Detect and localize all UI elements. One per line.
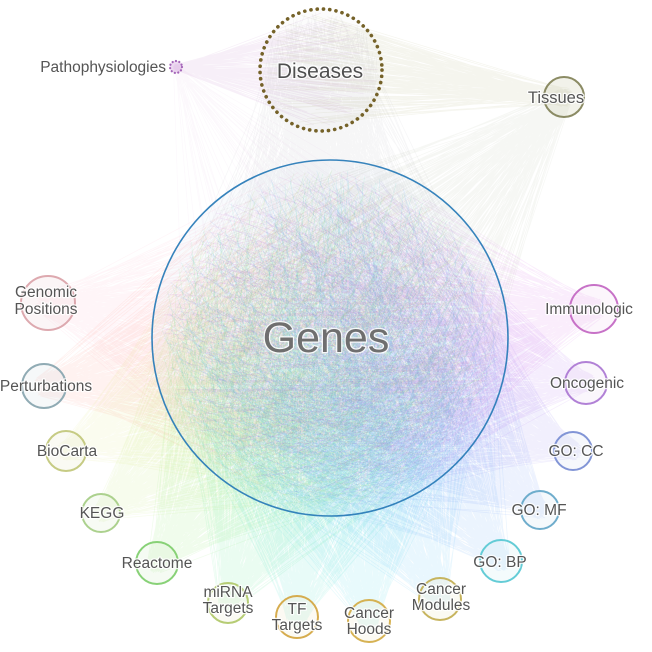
node-tf_targets[interactable] [275, 595, 319, 639]
node-biocarta[interactable] [45, 430, 87, 472]
edge-bundle-tf_targets-genes [162, 173, 497, 628]
edge-bundle-biocarta-genes [56, 172, 492, 501]
edge-bundle-immunologic-genes [163, 171, 606, 504]
edge-bundle-tissues-diseases [263, 14, 574, 126]
node-cancer_hoods[interactable] [347, 599, 391, 643]
node-genomic_positions[interactable] [20, 275, 76, 331]
edge-bundle-cancer_modules-genes [167, 170, 497, 610]
node-go_mf[interactable] [520, 490, 560, 530]
edges-layer [33, 12, 606, 632]
label-pathophysiologies: Pathophysiologies [40, 59, 166, 76]
node-immunologic[interactable] [569, 284, 619, 334]
nodes-layer [20, 7, 619, 643]
node-perturbations[interactable] [21, 363, 67, 409]
node-oncogenic[interactable] [564, 361, 608, 405]
node-cancer_modules[interactable] [418, 577, 462, 621]
edge-bundle-pathophysiologies-genes [172, 64, 478, 504]
node-go_cc[interactable] [553, 431, 593, 471]
node-kegg[interactable] [81, 493, 121, 533]
edge-bundle-go_mf-genes [168, 183, 550, 520]
edge-bundle-perturbations-genes [33, 175, 498, 504]
edge-bundle-pathophysiologies-diseases [173, 12, 379, 126]
edge-bundle-mirna_targets-genes [163, 173, 498, 613]
edge-bundle-genomic_positions-genes [34, 171, 496, 497]
edge-bundle-go_cc-genes [166, 175, 583, 506]
edge-bundle-cancer_hoods-genes [163, 171, 494, 632]
node-tissues[interactable] [543, 76, 585, 118]
edge-bundle-go_bp-genes [165, 173, 512, 572]
edge-bundle-oncogenic-genes [161, 171, 597, 497]
edge-bundle-diseases-genes [164, 12, 500, 506]
node-genes[interactable] [151, 159, 509, 517]
node-pathophysiologies[interactable] [168, 59, 184, 75]
node-diseases[interactable] [258, 7, 384, 133]
node-go_bp[interactable] [479, 539, 523, 583]
node-mirna_targets[interactable] [207, 582, 249, 624]
node-reactome[interactable] [135, 541, 179, 585]
edge-bundle-reactome-genes [146, 170, 496, 574]
